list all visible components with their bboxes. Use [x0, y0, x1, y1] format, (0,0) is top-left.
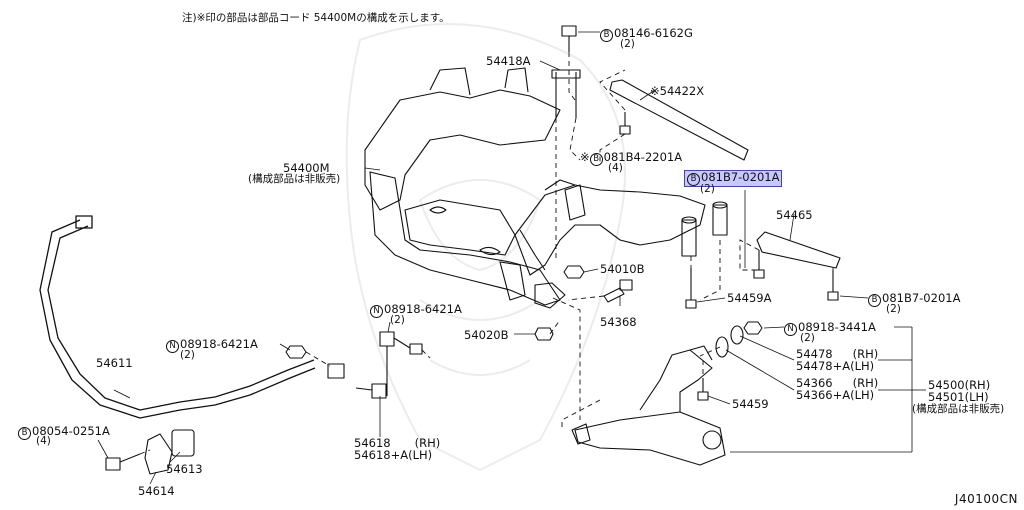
- subframe-54400M: [364, 67, 706, 306]
- bolt-b-icon: B: [868, 294, 881, 307]
- watermark: [345, 23, 626, 471]
- guide-lines: [139, 52, 834, 455]
- leader-lines: [97, 31, 926, 485]
- qty-081B7-0201A-top: (2): [700, 183, 715, 195]
- label-54366A[interactable]: 54366+A(LH): [796, 388, 875, 402]
- nut-n-icon: N: [784, 323, 797, 336]
- label-54010B[interactable]: 54010B: [600, 262, 645, 276]
- qty-081B4-2201A: (4): [608, 162, 623, 174]
- label-54418A[interactable]: 54418A: [486, 54, 531, 68]
- label-54459A[interactable]: 54459A: [727, 291, 772, 305]
- qty-08918-3441A: (2): [800, 332, 815, 344]
- link-end-left: [327, 363, 345, 379]
- nut-08918-left: [285, 345, 307, 359]
- label-54368[interactable]: 54368: [600, 315, 637, 329]
- stabilizer-54611: [39, 215, 316, 419]
- label-54400M[interactable]: 54400M: [283, 161, 330, 175]
- label-54459[interactable]: 54459: [732, 397, 769, 411]
- nut-n-icon: N: [370, 305, 383, 318]
- nut-54010B: [563, 265, 585, 279]
- label-54478[interactable]: 54478(RH): [796, 347, 879, 361]
- diagram-code: J40100CN: [954, 492, 1018, 506]
- label-54465[interactable]: 54465: [776, 208, 813, 222]
- clamp-54614: [144, 433, 173, 475]
- bolt-54368: [603, 279, 633, 303]
- bolt-b-icon: B: [600, 29, 613, 42]
- label-54611[interactable]: 54611: [96, 356, 133, 370]
- qty-08918-6421A-left: (2): [180, 349, 195, 361]
- qty-08054-0251A: (4): [36, 435, 51, 447]
- bolt-b-icon: B: [18, 427, 31, 440]
- qty-08918-6421A-mid: (2): [390, 314, 405, 326]
- bushing-54613: [171, 429, 195, 457]
- label-54618A[interactable]: 54618+A(LH): [354, 448, 433, 462]
- bolt-08146-6162G: [561, 25, 577, 52]
- washers: [697, 321, 763, 401]
- qty-08146-6162G: (2): [620, 38, 635, 50]
- bracket-54020B: [534, 282, 566, 309]
- label-54422X[interactable]: ※54422X: [650, 84, 705, 98]
- label-54618[interactable]: 54618(RH): [354, 436, 441, 450]
- bolt-b-icon: B: [589, 153, 603, 166]
- link-54618: [355, 331, 423, 399]
- nut-n-icon: N: [166, 340, 179, 353]
- label-54613[interactable]: 54613: [166, 462, 203, 476]
- bolt-b-icon: B: [687, 173, 700, 186]
- bolt-081B4: [619, 112, 631, 135]
- bolt-08054: [105, 453, 141, 471]
- bar-54422X: [609, 79, 749, 161]
- note-54400M: (構成部品は非販売): [248, 173, 341, 185]
- label-54478A[interactable]: 54478+A(LH): [796, 359, 875, 373]
- note-mark: ※: [580, 150, 590, 164]
- label-54366[interactable]: 54366(RH): [796, 376, 879, 390]
- label-54501[interactable]: 54501(LH): [928, 390, 989, 404]
- qty-081B7-0201A-right: (2): [886, 303, 901, 315]
- bushing-right: [681, 201, 728, 257]
- label-54020B[interactable]: 54020B: [464, 328, 509, 342]
- note-54500: (構成部品は非販売): [912, 403, 1005, 415]
- label-54614[interactable]: 54614: [138, 484, 175, 498]
- label-54500[interactable]: 54500(RH): [928, 378, 991, 392]
- diagram-note: 注)※印の部品は部品コード 54400Mの構成を示します。: [182, 12, 450, 24]
- bracket-54465: [756, 231, 841, 269]
- lower-arm-54500: [571, 345, 726, 466]
- stud-54418A: [551, 69, 581, 118]
